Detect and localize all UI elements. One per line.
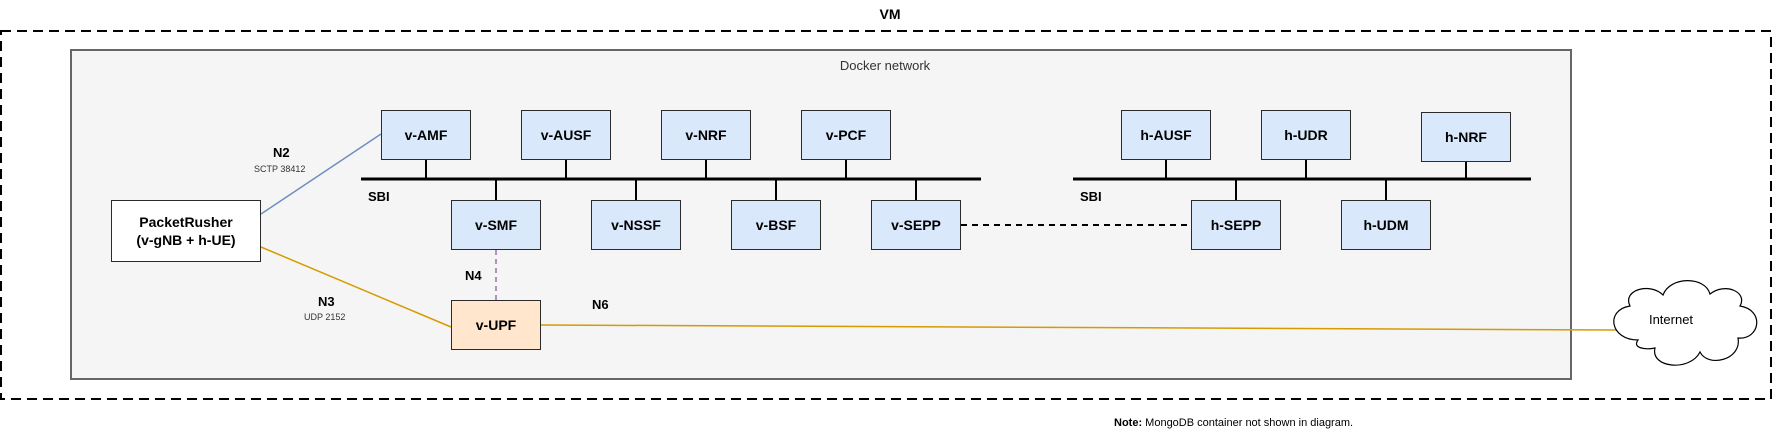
nf-h-ausf: h-AUSF <box>1121 110 1211 160</box>
nf-v-sepp: v-SEPP <box>871 200 961 250</box>
vm-label: VM <box>860 6 920 22</box>
n6-label: N6 <box>592 297 609 312</box>
note-text: MongoDB container not shown in diagram. <box>1142 417 1354 429</box>
n2-detail: SCTP 38412 <box>254 164 306 174</box>
docker-network-label: Docker network <box>839 58 931 73</box>
n3-link <box>260 246 452 328</box>
packetrusher-node: PacketRusher (v-gNB + h-UE) <box>111 200 261 262</box>
packetrusher-name: PacketRusher <box>139 214 233 230</box>
footnote: Note: MongoDB container not shown in dia… <box>1114 417 1353 429</box>
n6-link <box>540 324 1618 331</box>
sbi-label-visited: SBI <box>368 189 390 204</box>
nf-h-udr: h-UDR <box>1261 110 1351 160</box>
n4-label: N4 <box>465 268 482 283</box>
sbi-label-home: SBI <box>1080 189 1102 204</box>
nf-v-upf: v-UPF <box>451 300 541 350</box>
nf-v-amf: v-AMF <box>381 110 471 160</box>
internet-cloud <box>1613 280 1758 366</box>
n3-label: N3 <box>318 294 335 309</box>
docker-network-boundary <box>70 49 1572 380</box>
nf-v-nssf: v-NSSF <box>591 200 681 250</box>
nf-h-sepp: h-SEPP <box>1191 200 1281 250</box>
nf-h-udm: h-UDM <box>1341 200 1431 250</box>
internet-label: Internet <box>1648 312 1694 327</box>
note-prefix: Note: <box>1114 417 1143 429</box>
nf-h-nrf: h-NRF <box>1421 112 1511 162</box>
nf-v-nrf: v-NRF <box>661 110 751 160</box>
nf-v-pcf: v-PCF <box>801 110 891 160</box>
n3-detail: UDP 2152 <box>304 312 346 322</box>
nf-v-smf: v-SMF <box>451 200 541 250</box>
nf-v-ausf: v-AUSF <box>521 110 611 160</box>
nf-v-bsf: v-BSF <box>731 200 821 250</box>
n2-link <box>260 133 382 215</box>
vm-boundary <box>0 30 1772 400</box>
n2-label: N2 <box>273 145 290 160</box>
packetrusher-role: (v-gNB + h-UE) <box>136 232 236 248</box>
